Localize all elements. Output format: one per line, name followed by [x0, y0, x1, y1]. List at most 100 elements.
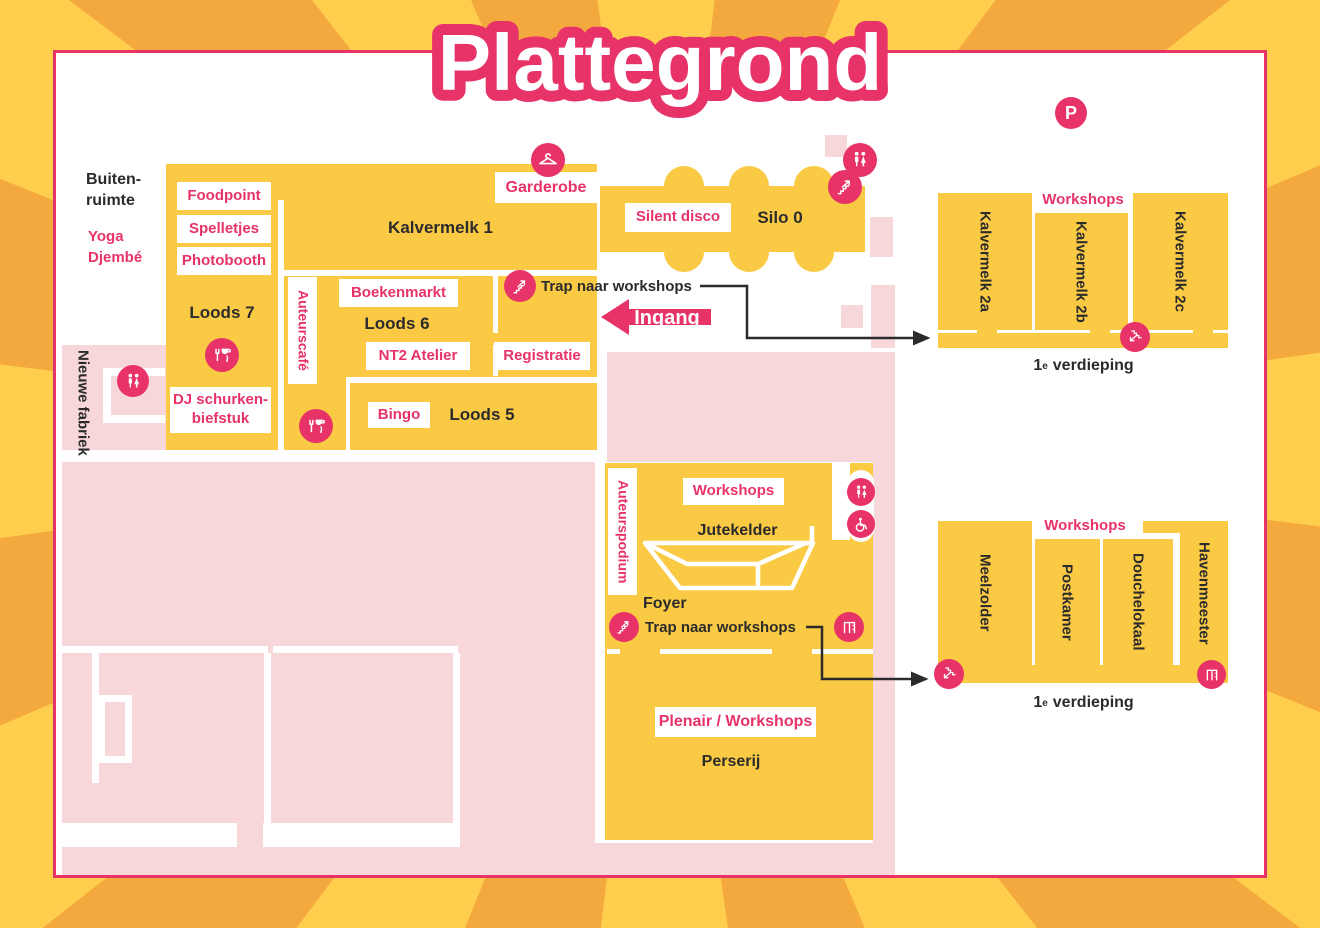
- label-text: Spelletjes: [188, 219, 260, 237]
- coat-hanger-icon: [531, 143, 565, 177]
- building-join: [278, 164, 284, 200]
- wall-segment: [453, 653, 460, 823]
- wall-segment: [62, 450, 166, 458]
- label-text: Trap naar workshops: [541, 278, 692, 295]
- wall-segment: [103, 415, 165, 423]
- area-block: [841, 305, 863, 328]
- toilet-icon: [117, 365, 149, 397]
- parking-icon: P: [1055, 97, 1087, 129]
- wall-segment: [264, 653, 271, 823]
- label-text: Boekenmarkt: [350, 283, 447, 301]
- label-workshops-top: Workshops: [1038, 191, 1128, 208]
- corridor-floor1-top: [938, 333, 1228, 348]
- area-mid-band: [607, 352, 895, 462]
- label-text: Kalvermelk 2c: [1171, 211, 1189, 312]
- label-jutekelder: Jutekelder: [685, 521, 790, 541]
- label-havenmeester: Havenmeester: [1194, 524, 1214, 662]
- wall-segment: [92, 653, 99, 783]
- label-text: DJ schurken-: [172, 391, 269, 409]
- door-gap: [1193, 327, 1213, 334]
- area-block: [870, 217, 893, 257]
- label-text: ruimte: [86, 191, 135, 209]
- label-text: Trap naar workshops: [645, 619, 796, 636]
- parking-letter: P: [1064, 102, 1077, 123]
- note-trap-naar-workshops-bottom: Trap naar workshops: [645, 619, 800, 636]
- toilet-icon: [847, 478, 875, 506]
- label-text: Buiten-: [86, 171, 142, 188]
- label-text: verdieping: [1052, 694, 1134, 711]
- label-text: verdieping: [1052, 357, 1134, 374]
- label-text: biefstuk: [191, 410, 250, 427]
- note-trap-naar-workshops-top: Trap naar workshops: [541, 278, 696, 295]
- room-havenmeester: [1180, 521, 1228, 665]
- label-silo0: Silo 0: [740, 208, 820, 228]
- label-text: Djembé: [88, 249, 143, 266]
- area-block: [825, 135, 847, 157]
- label-yoga-djembe: Yoga Djembé: [88, 226, 160, 268]
- label-text: Kalvermelk 2a: [976, 211, 994, 312]
- wall-segment: [493, 276, 498, 333]
- wall-segment: [278, 200, 284, 297]
- label-text: Workshops: [1042, 191, 1124, 208]
- stairs-down-icon: [934, 659, 964, 689]
- label-spelletjes: Spelletjes: [177, 215, 271, 243]
- label-text: Loods 5: [449, 405, 515, 424]
- area-bottom-left: [62, 462, 595, 875]
- label-loods5: Loods 5: [432, 405, 532, 425]
- wall-segment: [832, 463, 850, 540]
- stairs-up-icon: [504, 270, 536, 302]
- label-buitenruimte: Buiten- ruimte: [86, 170, 158, 212]
- label-text: 1: [1033, 357, 1043, 374]
- area-nieuwe-fabriek: [62, 345, 166, 453]
- label-silent-disco: Silent disco: [625, 203, 731, 232]
- label-kalvermelk1: Kalvermelk 1: [284, 218, 597, 238]
- label-loods6: Loods 6: [347, 314, 447, 334]
- label-text: Workshops: [692, 482, 775, 500]
- room-meelzolder: [938, 521, 1032, 665]
- label-text: Registratie: [503, 346, 581, 364]
- label-auteurspodium: Auteurspodium: [608, 468, 637, 595]
- label-workshops-jutekelder: Workshops: [683, 478, 784, 505]
- wall-segment: [350, 377, 497, 383]
- room-postkamer: [1035, 539, 1100, 665]
- wall-segment: [278, 305, 284, 377]
- label-registratie: Registratie: [494, 342, 590, 370]
- label-garderobe: Garderobe: [495, 172, 597, 203]
- corridor-floor1-bottom: [938, 665, 1228, 683]
- stairs-down-icon: [1120, 322, 1150, 352]
- wall-segment: [62, 646, 268, 653]
- wall-segment: [103, 368, 111, 423]
- elevator-icon: [834, 612, 864, 642]
- label-kalvermelk2c: Kalvermelk 2c: [1170, 196, 1190, 327]
- label-text: Loods 7: [189, 303, 255, 322]
- door-gap: [977, 327, 997, 334]
- label-photobooth: Photobooth: [177, 247, 271, 275]
- label-workshops-bottom: Workshops: [1040, 517, 1130, 534]
- area-block: [871, 285, 895, 348]
- label-text: Postkamer: [1058, 563, 1076, 641]
- label-nt2-atelier: NT2 Atelier: [366, 342, 470, 370]
- label-dj-schurkenbiefstuk: DJ schurken- biefstuk: [170, 387, 271, 433]
- label-boekenmarkt: Boekenmarkt: [339, 279, 458, 307]
- room-outline: [98, 695, 132, 763]
- label-text: Douchelokaal: [1129, 553, 1147, 651]
- wall-segment: [273, 646, 458, 653]
- wall-segment: [336, 270, 473, 276]
- label-meelzolder: Meelzolder: [975, 524, 995, 662]
- label-kalvermelk2a: Kalvermelk 2a: [975, 196, 995, 327]
- wall-bar: [1143, 521, 1180, 533]
- label-text: Foodpoint: [187, 186, 261, 204]
- door-gap: [1127, 659, 1151, 666]
- label-text: Foyer: [643, 595, 687, 612]
- room-kalvermelk2c: [1133, 193, 1228, 330]
- label-text: Silo 0: [757, 208, 803, 227]
- elevator-icon: [1197, 660, 1226, 689]
- label-perserij: Perserij: [695, 752, 767, 772]
- wall-segment: [284, 270, 322, 276]
- label-text: Havenmeester: [1195, 541, 1213, 645]
- label-text: Loods 6: [364, 314, 430, 333]
- stairs-up-icon: [828, 170, 862, 204]
